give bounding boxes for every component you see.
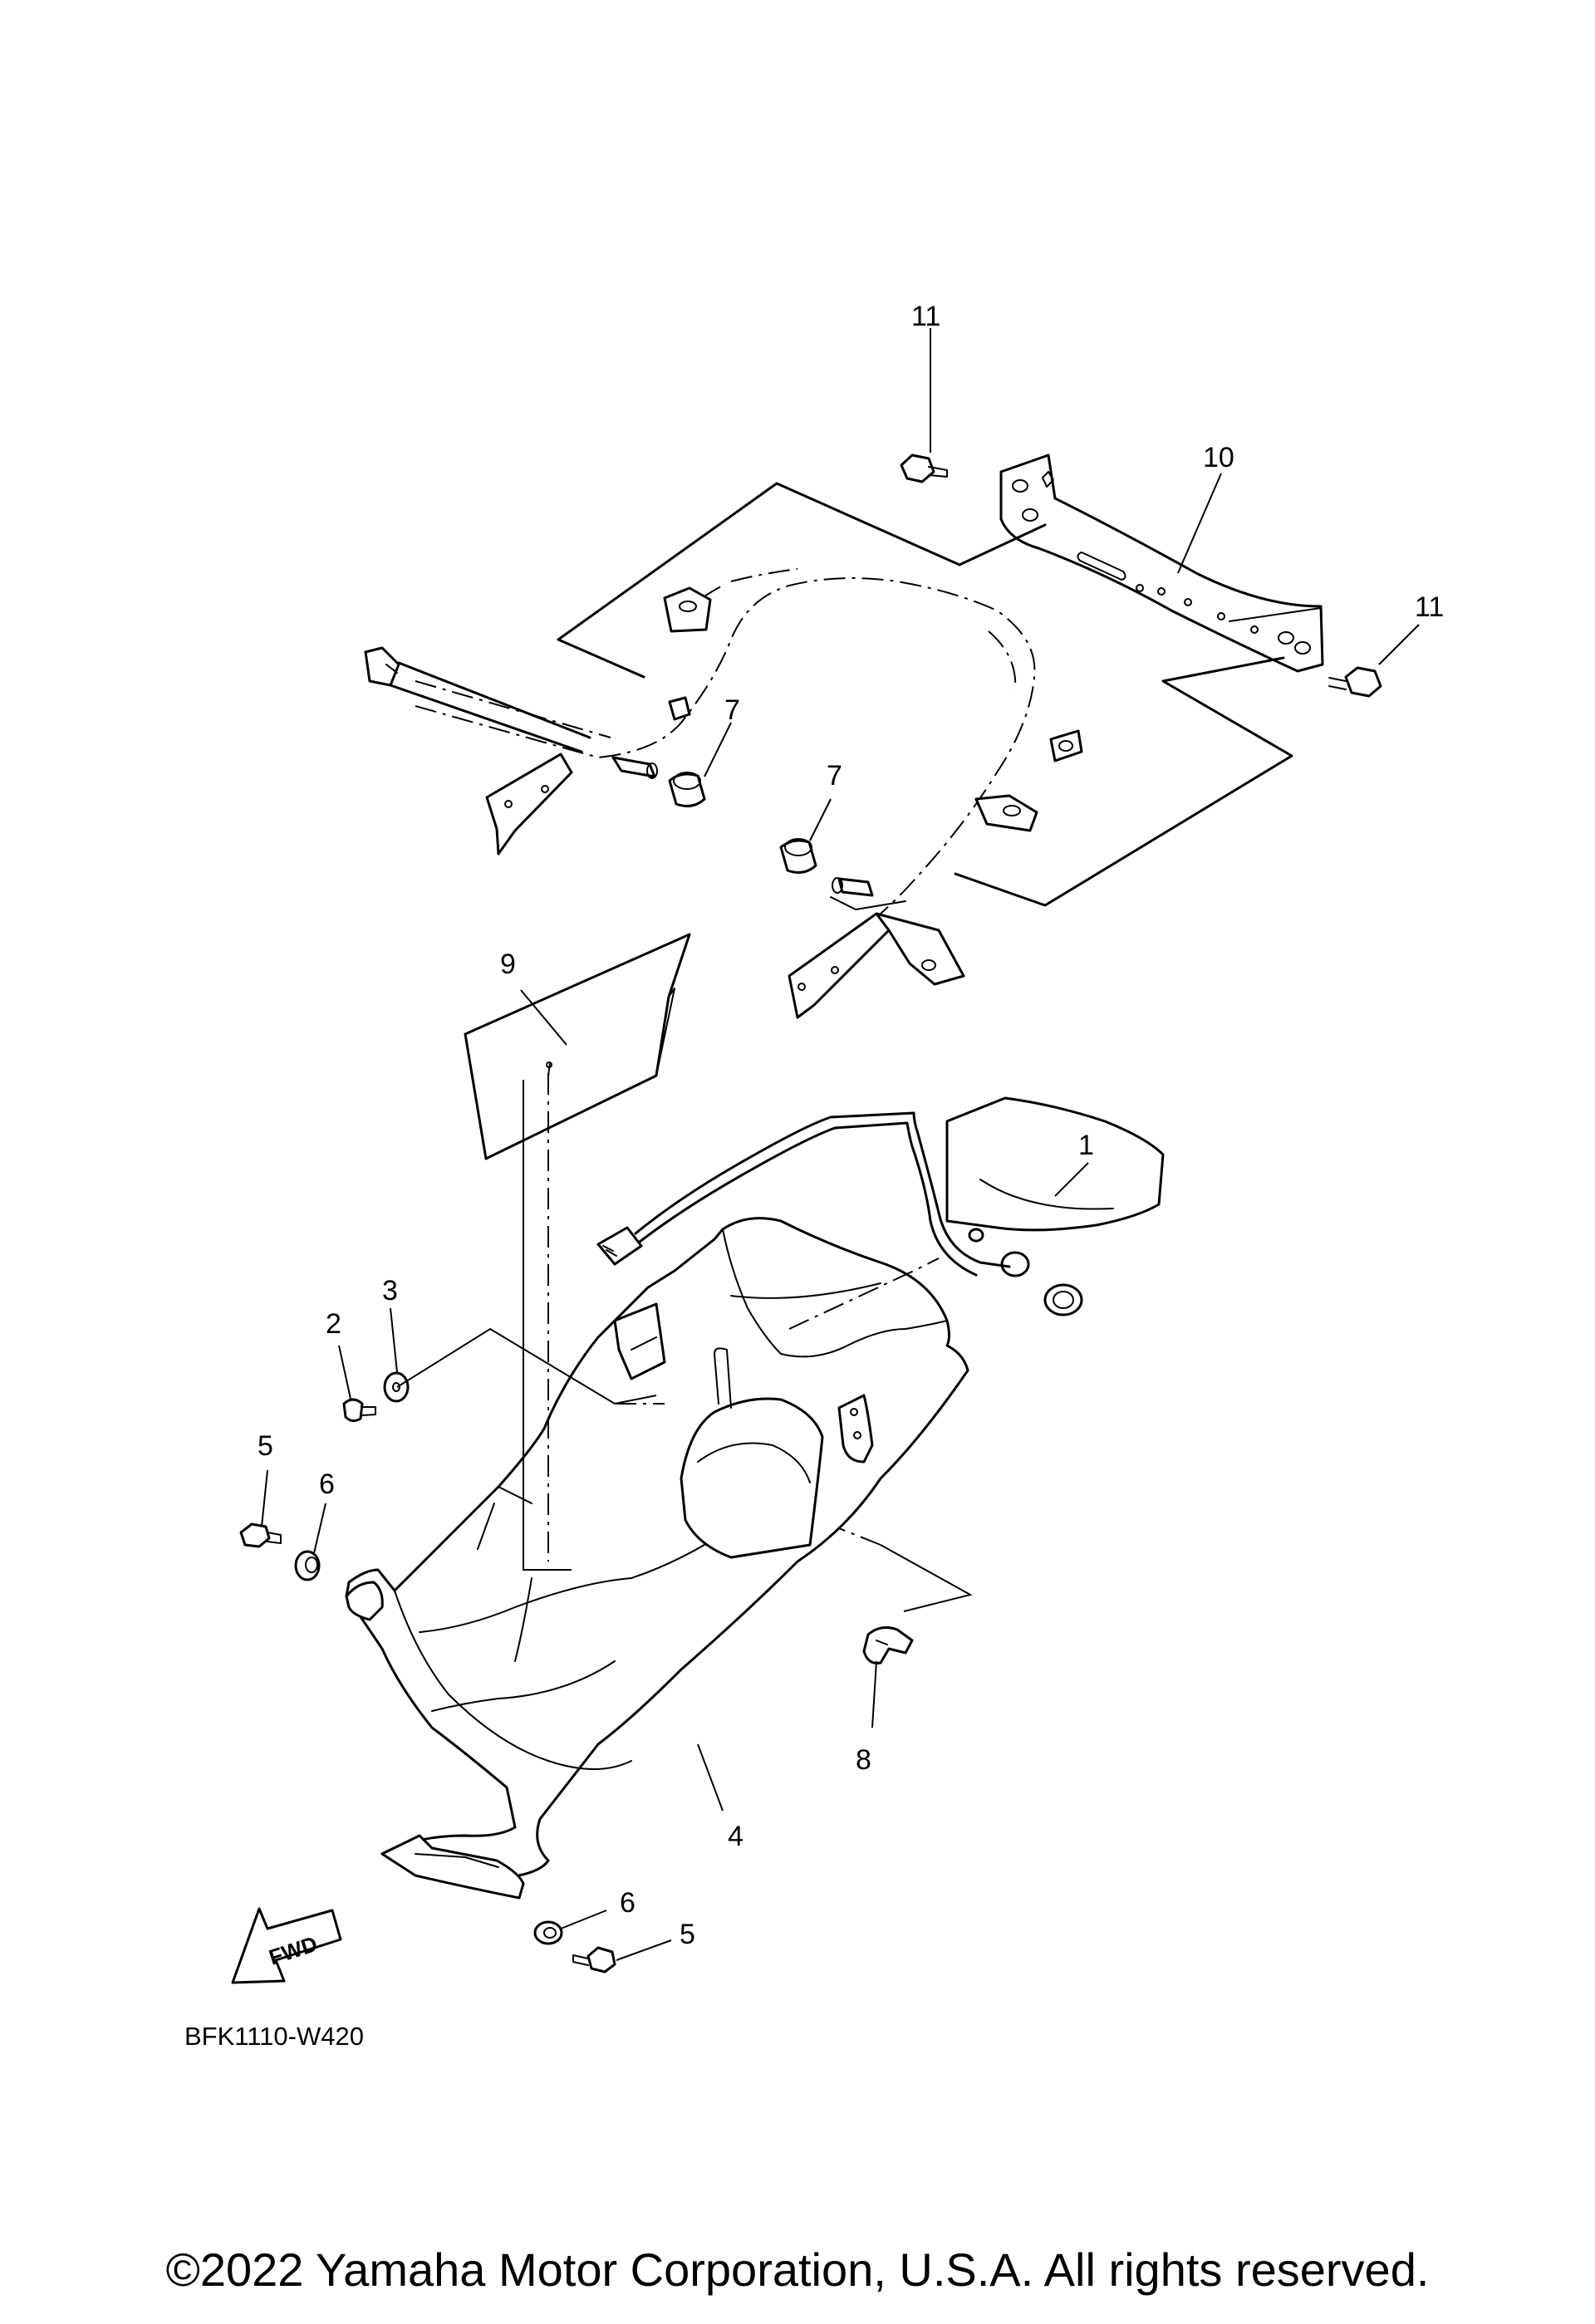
part-grab-bar <box>364 568 1083 1019</box>
part-11-bolt-upper <box>900 454 948 483</box>
callout-6-lower: 6 <box>620 1887 636 1919</box>
callout-5-lower: 5 <box>680 1919 695 1950</box>
part-5-bolt-lower <box>572 1946 616 1973</box>
callout-labels: 11 10 11 7 7 9 1 3 2 5 6 8 4 6 5 <box>258 301 1444 1950</box>
callout-4: 4 <box>728 1821 744 1852</box>
part-7-damper-left <box>668 772 706 807</box>
callout-8: 8 <box>856 1744 871 1776</box>
callout-2: 2 <box>326 1308 341 1340</box>
part-1-tail-light <box>596 1096 1165 1316</box>
leader-lines <box>261 328 1420 1961</box>
callout-11-right: 11 <box>1415 591 1444 623</box>
callout-1: 1 <box>1078 1130 1094 1161</box>
callout-10: 10 <box>1203 442 1234 473</box>
part-10-bracket <box>999 454 1324 673</box>
part-6-collar-upper <box>294 1550 321 1581</box>
callout-6-upper: 6 <box>319 1468 335 1500</box>
callout-5-upper: 5 <box>258 1430 273 1462</box>
fwd-arrow: FWD <box>231 1907 342 1984</box>
part-5-bolt-upper <box>239 1522 282 1548</box>
callout-3: 3 <box>382 1275 398 1307</box>
part-4-rear-fender <box>345 1217 969 1900</box>
copyright-notice: ©2022 Yamaha Motor Corporation, U.S.A. A… <box>165 2243 1430 2296</box>
callout-7-left: 7 <box>724 694 740 726</box>
part-6-collar-lower <box>533 1920 563 1945</box>
part-3-washer <box>383 1371 410 1403</box>
part-11-bolt-right <box>1328 666 1382 698</box>
callout-9: 9 <box>500 949 516 980</box>
part-7-damper-right <box>779 838 817 874</box>
part-9-panel <box>464 933 691 1160</box>
part-2-screw <box>342 1398 376 1423</box>
drawing-code: BFK1110-W420 <box>184 2022 364 2051</box>
callout-11-upper: 11 <box>911 301 940 332</box>
grab-bar-boundary <box>557 482 1293 907</box>
callout-7-right: 7 <box>827 760 842 792</box>
part-8-clip <box>862 1626 914 1665</box>
